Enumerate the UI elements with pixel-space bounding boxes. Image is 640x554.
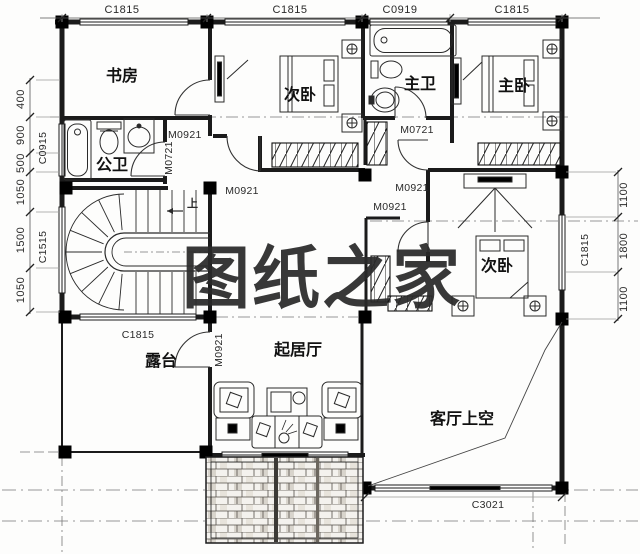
nightstand [451,295,475,317]
label-window-c1815: C1815 [273,4,308,16]
nightstand [542,111,562,131]
dimension-lines [25,13,623,502]
door-study [174,79,211,116]
bed-master [481,55,539,113]
sink-public [123,118,155,154]
site-watermark: 图纸之家 [182,241,462,317]
door-terrace [174,331,211,368]
label-door-m0921: M0921 [225,185,259,197]
dim-left-1500: 1500 [15,227,27,253]
label-window-c1815-right: C1815 [579,234,591,266]
window-c3021-bottom [374,484,553,492]
dim-left-400: 400 [15,89,27,109]
dim-right-1100b: 1100 [618,286,630,312]
tv-cabinet-right-bedroom [457,173,533,232]
tv-master [451,57,483,105]
toilet-master [370,60,403,79]
window-c1815-top-2 [224,18,346,26]
wardrobe-top-bedroom [271,142,359,168]
label-window-c1815: C1815 [495,4,530,16]
window-c0915-left [58,123,66,177]
dim-right-1100: 1100 [618,182,630,208]
label-stair-up: 上 [187,196,198,210]
closet-right-bedroom-h [387,295,433,312]
labels: C1815 C1815 C0919 C1815 400 900 500 1050… [15,4,630,511]
void-diagonals [367,321,563,487]
nightstand [341,113,363,133]
nightstand [523,295,547,317]
label-window-c0919: C0919 [383,4,418,16]
deck [205,456,364,544]
side-table [215,417,251,441]
dim-left-1050b: 1050 [15,277,27,303]
door-master-bed [397,139,429,171]
label-window-c0915: C0915 [37,132,49,164]
label-window-c1515: C1515 [37,231,49,263]
armchair [213,381,255,419]
armchair [321,381,363,419]
coffee-table [266,387,308,417]
wardrobes [271,121,561,312]
dim-right-1800: 1800 [618,233,630,259]
toilet-public [96,121,122,155]
label-door-m0921: M0921 [395,182,429,194]
label-door-m0721-v: M0721 [163,141,175,175]
door-bed-right [397,221,429,253]
window-c1815-right [558,214,566,291]
closet-hall [366,121,388,166]
label-window-c1815-stair: C1815 [122,329,154,341]
label-door-m0921-terrace: M0921 [213,333,225,367]
label-window-c1815: C1815 [105,4,140,16]
label-door-m0721: M0721 [400,124,434,136]
room-label-bedroom-right: 次卧 [481,256,513,275]
window-c0919-top [369,18,449,26]
tv-top-bedroom [214,55,249,103]
label-door-m0921: M0921 [373,201,407,213]
furniture [213,39,562,449]
room-label-public-bath: 公卫 [96,156,128,174]
window-c1815-top-3 [467,18,557,26]
sink-master [368,87,400,113]
windows [58,18,566,492]
room-label-study: 书房 [106,66,138,85]
fixtures [63,24,457,181]
bed-top-bedroom [279,55,339,113]
window-c1815-top-1 [79,18,189,26]
room-label-living: 起居厅 [273,340,322,359]
window-c1515-left [58,206,66,294]
side-table [323,417,359,441]
nightstand [341,39,363,59]
room-label-void: 客厅上空 [430,409,494,428]
room-label-terrace: 露台 [145,351,177,370]
room-label-master-bath: 主卫 [404,74,436,93]
door-pub-bath [130,141,166,177]
dim-left-900: 900 [15,125,27,145]
label-window-c3021: C3021 [472,499,504,511]
label-door-m0921: M0921 [168,129,202,141]
sofa [251,415,323,449]
room-label-master-bedroom: 主卧 [498,76,530,95]
room-label-bedroom-top: 次卧 [284,85,316,104]
closet-right-bedroom-v [370,255,391,303]
dim-left-1050: 1050 [15,179,27,205]
wardrobe-master [477,142,561,166]
door-bed-top [226,135,261,172]
dim-left-500: 500 [15,153,27,173]
window-c1815-stair [79,313,197,321]
bed-right-bedroom [475,235,529,299]
staircase [65,190,210,314]
nightstand [542,39,562,59]
bathtub-public [63,119,92,181]
bathtub-master [369,24,457,57]
